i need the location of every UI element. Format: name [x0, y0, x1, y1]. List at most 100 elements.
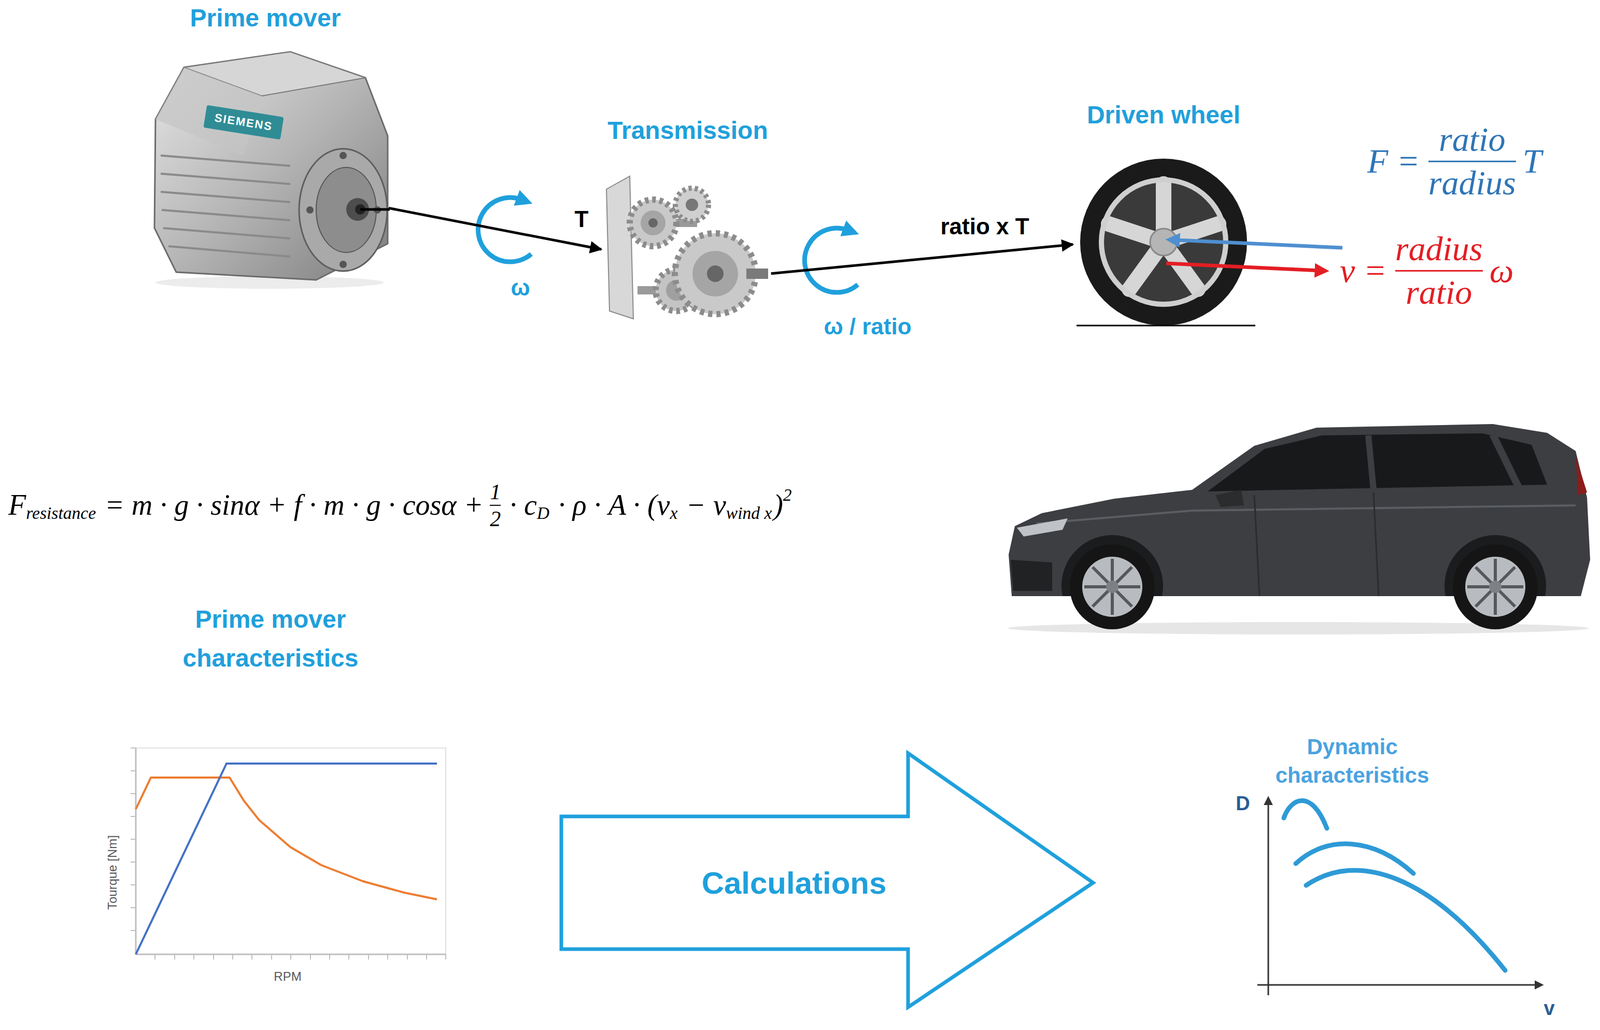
- text-holder: ω / ratio: [823, 313, 912, 340]
- motor-illustration-part-part: [160, 191, 291, 203]
- chart-panel: Dynamic characteristicsDv: [1228, 729, 1563, 1023]
- component-block: Driven wheel: [1072, 97, 1255, 332]
- node-heading: Driven wheel: [1086, 100, 1241, 130]
- motor-illustration-part: [306, 206, 314, 214]
- wheel-illustration-part: [1076, 324, 1256, 327]
- formula-term: T: [1522, 142, 1542, 181]
- motor-illustration-part: [339, 151, 347, 160]
- formula-term: · c: [509, 489, 537, 522]
- text-holder: RPM: [273, 969, 302, 984]
- formula-subscript: x: [669, 503, 678, 523]
- transmission-illustration-part: [685, 198, 699, 211]
- car-illustration-part: [1082, 556, 1143, 617]
- force-formula: F =ratioradiusT: [1367, 120, 1542, 202]
- car-illustration-part: [1465, 556, 1526, 617]
- speed-label: ω: [510, 274, 530, 301]
- text-holder: D: [1235, 792, 1250, 815]
- formula-fraction: 12: [489, 479, 501, 531]
- fraction-bar: [1395, 270, 1483, 272]
- node-heading: Transmission: [607, 116, 768, 145]
- formula-fraction: radius ratio: [1395, 230, 1483, 311]
- motor-illustration-part-part: [160, 155, 291, 166]
- edge-label: ratio x T: [938, 213, 1031, 240]
- dynamic-chart-part: [1267, 802, 1270, 996]
- car-illustration-part: [1207, 433, 1548, 492]
- torque-chart-part: [135, 747, 137, 955]
- fraction-bar: [489, 504, 501, 506]
- transmission-illustration-part: [674, 233, 756, 315]
- motor-illustration-part: [339, 260, 347, 268]
- axis-label: RPM: [273, 969, 302, 984]
- motor-illustration-part-part: [168, 246, 291, 257]
- torque-chart-part: [135, 777, 437, 900]
- transmission-illustration-part: [640, 210, 666, 236]
- car-illustration-part: [1467, 558, 1524, 615]
- fraction-denominator: 2: [489, 506, 501, 531]
- formula-term: = m · g · sinα + f · m · g · cosα +: [104, 489, 484, 522]
- speed-label: ω / ratio: [823, 313, 912, 340]
- motor-illustration-part: [160, 155, 291, 257]
- resistance-formula: Fresistance = m · g · sinα + f · m · g · …: [8, 479, 792, 531]
- transmission-illustration-part: [675, 188, 709, 222]
- node-heading: Dynamic characteristics: [1266, 732, 1438, 790]
- formula-term: v =: [1339, 251, 1387, 290]
- wheel-illustration-part: [1166, 263, 1320, 271]
- fraction-denominator: ratio: [1405, 273, 1472, 312]
- formula-subscript: resistance: [25, 503, 96, 523]
- fraction-numerator: radius: [1395, 230, 1483, 268]
- dynamic-chart-part: [1257, 984, 1538, 986]
- axis-label: D: [1235, 792, 1250, 815]
- torque-chart-part: [135, 747, 446, 955]
- car-illustration-part-part: [1475, 567, 1515, 607]
- car-illustration-part: [1575, 456, 1588, 495]
- motor-illustration-part-part: [163, 228, 291, 239]
- transmission-illustration-part: [629, 199, 677, 247]
- speed-formula: v =radiusratioω: [1339, 230, 1514, 311]
- formula-fraction: ratioradius: [1428, 120, 1517, 202]
- car-illustration-part: [1010, 559, 1053, 591]
- torque-chart: [130, 747, 446, 960]
- text-holder: Transmission: [607, 116, 768, 145]
- transmission-illustration-part: [606, 176, 634, 319]
- car-illustration-part-part: [1475, 567, 1515, 607]
- node-heading: Prime mover characteristics: [166, 599, 375, 678]
- motor-illustration-part-part: [160, 173, 291, 184]
- formula-term: − v: [686, 489, 727, 522]
- motor-illustration: [154, 51, 390, 289]
- car-illustration-part: [1016, 518, 1068, 537]
- node-heading: Prime mover: [190, 3, 342, 33]
- arrow-outline: [561, 753, 1094, 1008]
- dynamic-chart-part: [1306, 870, 1506, 971]
- car-illustration-part: [1254, 494, 1260, 597]
- car-illustration-part: [1215, 489, 1244, 507]
- formula-term: F: [8, 489, 26, 522]
- car-illustration-part: [1489, 580, 1502, 593]
- connector: [771, 244, 1073, 274]
- text-holder: Dynamic characteristics: [1266, 732, 1438, 790]
- car-illustration-part: [1084, 558, 1141, 615]
- wheel-illustration-part: [1150, 228, 1178, 256]
- axis-label: Tourque [Nm]: [105, 834, 120, 910]
- text-holder: Prime mover characteristics: [166, 599, 375, 678]
- car-illustration-part: [1106, 580, 1119, 593]
- formula-term: F =: [1367, 142, 1420, 181]
- car-illustration-part: [1069, 544, 1155, 630]
- car-illustration-part: [1492, 434, 1519, 488]
- torque-chart-part: [135, 763, 437, 955]
- omega-rotation-arrows-part: [804, 228, 858, 293]
- transmission-illustration-part: [746, 268, 769, 279]
- text-holder: T: [572, 206, 591, 233]
- text-holder: Driven wheel: [1086, 100, 1241, 130]
- text-holder: Prime mover: [190, 3, 342, 33]
- formula-subscript: D: [536, 503, 550, 523]
- text-holder: SIEMENS: [213, 110, 274, 134]
- car-illustration-part: [1373, 492, 1379, 597]
- dynamic-chart-part: [1283, 800, 1327, 829]
- motor-illustration-part-part: [161, 209, 291, 221]
- text-holder: v: [1543, 997, 1555, 1020]
- fraction-numerator: 1: [489, 479, 501, 504]
- edge-label: T: [572, 206, 591, 233]
- car-illustration-part: [1452, 544, 1538, 630]
- wheel-illustration: [1076, 158, 1343, 326]
